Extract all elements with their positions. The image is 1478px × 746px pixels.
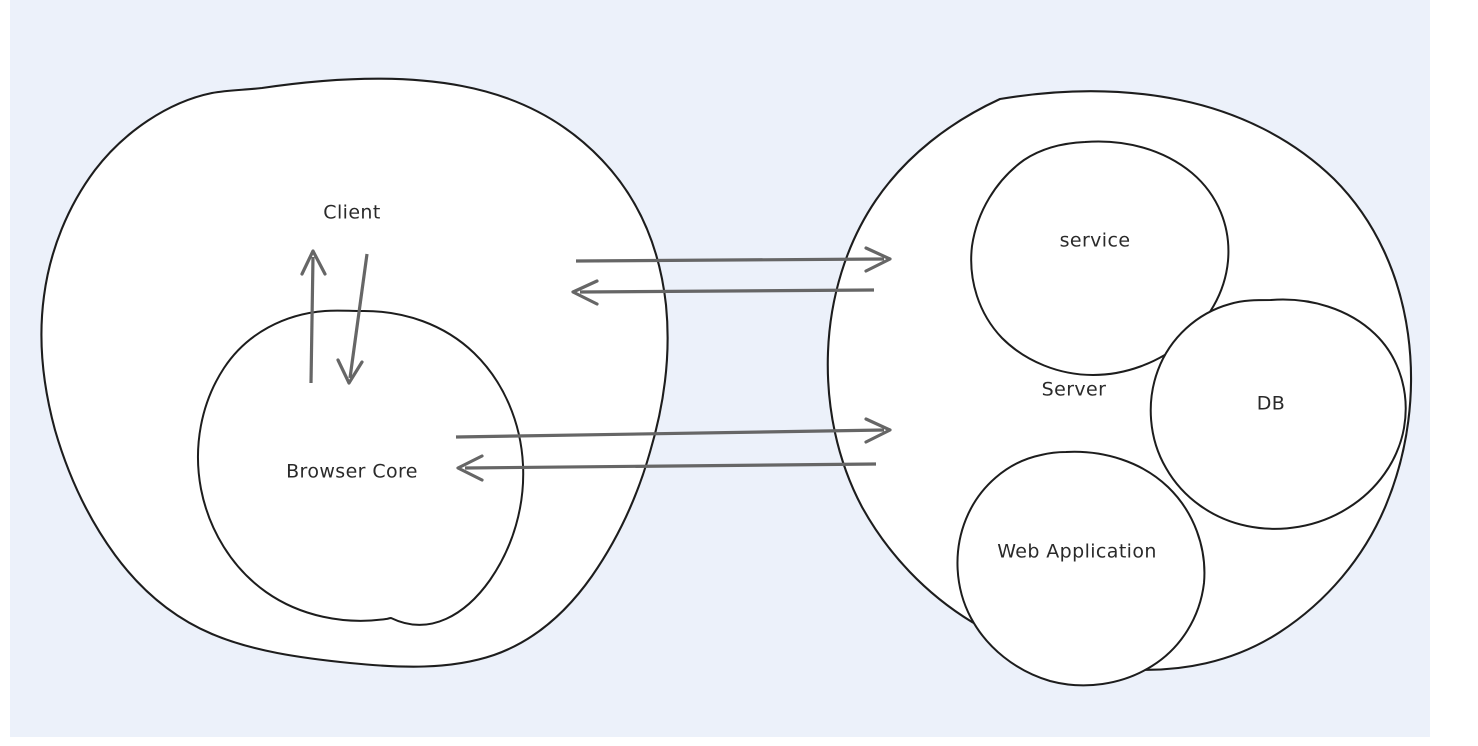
arrow-shaft	[579, 288, 875, 294]
service-label: service	[1060, 230, 1131, 252]
web-application-shape	[956, 450, 1206, 687]
arrow-head-left	[456, 454, 484, 482]
arrow-head-down	[336, 358, 364, 385]
arrow-head-right	[864, 246, 892, 273]
arrow-shaft	[309, 256, 315, 384]
server-zone-label: Server	[1042, 379, 1107, 401]
web-application-label: Web Application	[997, 541, 1157, 563]
arrow-browser-core-to-server-request	[455, 417, 892, 444]
arrow-head-up	[300, 249, 327, 276]
browser-core-label: Browser Core	[286, 461, 418, 483]
client-zone-label: Client	[323, 202, 380, 224]
db-shape	[1149, 298, 1407, 530]
arrow-client-to-server-request	[575, 246, 892, 273]
arrow-client-to-browser-core-down	[336, 253, 369, 385]
arrow-head-right	[864, 417, 892, 444]
arrow-shaft	[455, 428, 885, 439]
db-label: DB	[1257, 393, 1285, 415]
arrow-shaft	[575, 257, 885, 263]
arrow-shaft	[464, 462, 877, 470]
arrow-server-to-browser-core-response	[456, 454, 877, 482]
service-shape	[970, 140, 1230, 376]
browser-core-shape	[196, 309, 525, 626]
arrow-head-left	[571, 279, 599, 306]
arrow-browser-core-to-client-up	[300, 249, 327, 384]
arrow-server-to-client-response	[571, 279, 875, 306]
arrow-shaft	[348, 253, 369, 379]
